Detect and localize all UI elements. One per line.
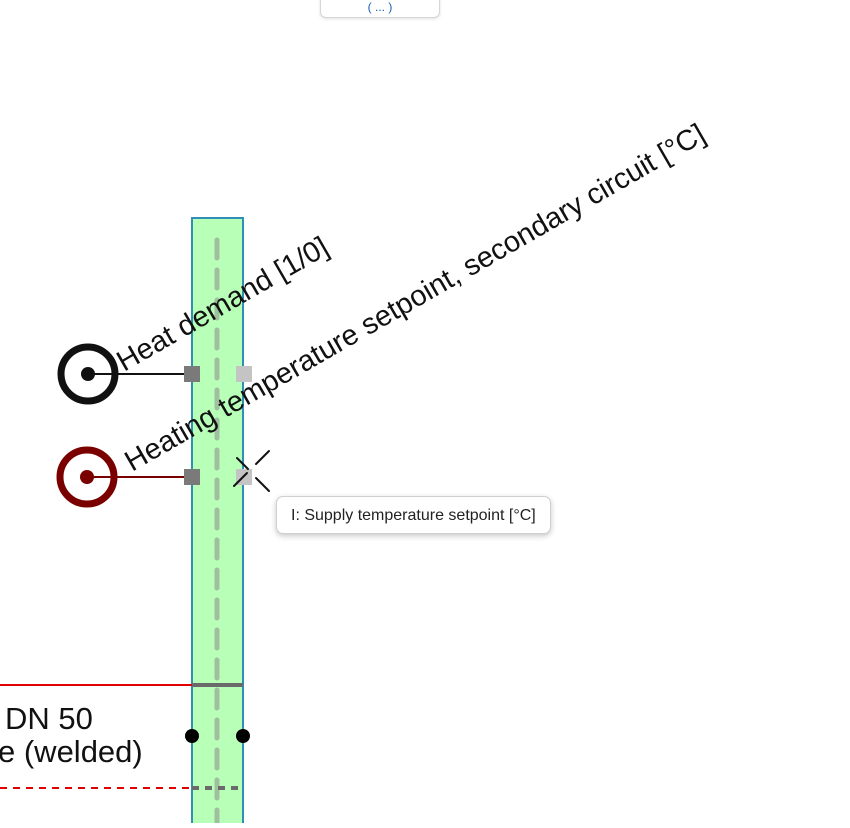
crosshair-cursor-icon: [233, 450, 270, 492]
heat-demand-port-right[interactable]: [236, 366, 252, 382]
pipe-size-label: DN 50: [5, 701, 93, 736]
port-tooltip: I: Supply temperature setpoint [°C]: [276, 496, 551, 534]
pipe-type-label: e (welded): [0, 734, 143, 769]
pipe-port-right[interactable]: [236, 729, 250, 743]
top-tab[interactable]: ( ... ): [320, 0, 440, 18]
setpoint-port-left[interactable]: [184, 469, 200, 485]
heat-demand-port-left[interactable]: [184, 366, 200, 382]
pipe-port-left[interactable]: [185, 729, 199, 743]
